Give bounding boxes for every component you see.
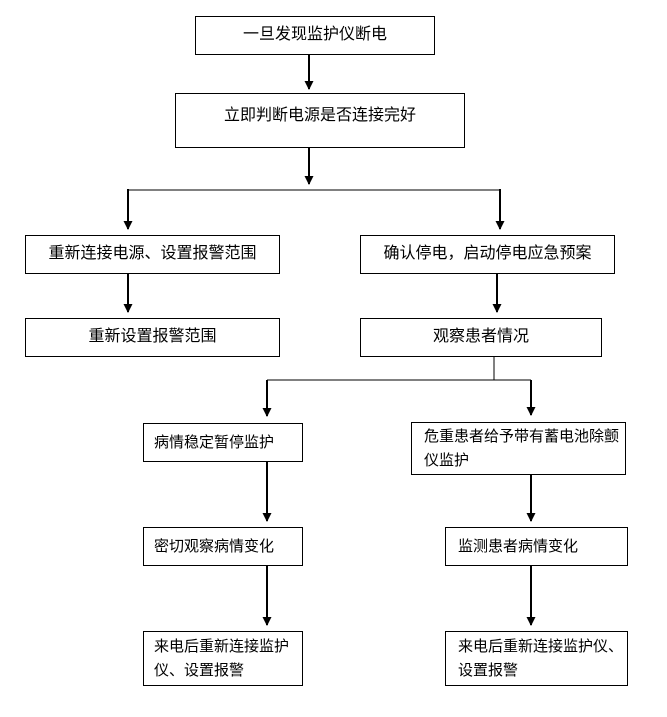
- flow-node-label: 观察患者情况: [432, 328, 529, 346]
- flow-node-label: 确认停电，启动停电应急预案: [383, 245, 592, 263]
- flow-node-confirm-outage-start-plan: 确认停电，启动停电应急预案: [360, 235, 615, 274]
- flow-node-check-power-connection: 立即判断电源是否连接完好: [175, 93, 465, 148]
- flow-node-label: 立即判断电源是否连接完好: [223, 107, 416, 124]
- flow-node-power-back-reconnect-right: 来电后重新连接监护仪、 设置报警: [445, 631, 628, 686]
- flow-node-observe-patient: 观察患者情况: [360, 318, 602, 357]
- flow-node-label: 病情稳定暂停监护: [154, 433, 275, 451]
- flow-node-label: 监测患者病情变化: [458, 537, 579, 555]
- flow-node-label: 来电后重新连接监护仪、 设置报警: [458, 637, 624, 679]
- flow-node-closely-observe-condition: 密切观察病情变化: [143, 527, 303, 566]
- flow-node-stable-pause-monitoring: 病情稳定暂停监护: [143, 423, 303, 462]
- flow-node-label: 一旦发现监护仪断电: [242, 26, 387, 44]
- flow-node-detect-power-loss: 一旦发现监护仪断电: [195, 16, 435, 55]
- flow-node-monitor-patient-condition: 监测患者病情变化: [445, 527, 628, 566]
- flow-node-label: 来电后重新连接监护 仪、设置报警: [154, 637, 290, 679]
- flow-node-label: 密切观察病情变化: [154, 537, 275, 555]
- flow-node-reset-alarm-range: 重新设置报警范围: [25, 318, 280, 357]
- flow-node-label: 重新设置报警范围: [88, 328, 217, 346]
- flow-node-label: 危重患者给予带有蓄电池除颤 仪监护: [424, 427, 620, 469]
- flow-node-critical-battery-defib-monitoring: 危重患者给予带有蓄电池除颤 仪监护: [411, 422, 626, 475]
- flow-node-label: 重新连接电源、设置报警范围: [48, 245, 257, 263]
- flow-node-power-back-reconnect-left: 来电后重新连接监护 仪、设置报警: [143, 631, 303, 686]
- flow-node-reconnect-power-set-alarm: 重新连接电源、设置报警范围: [25, 235, 280, 274]
